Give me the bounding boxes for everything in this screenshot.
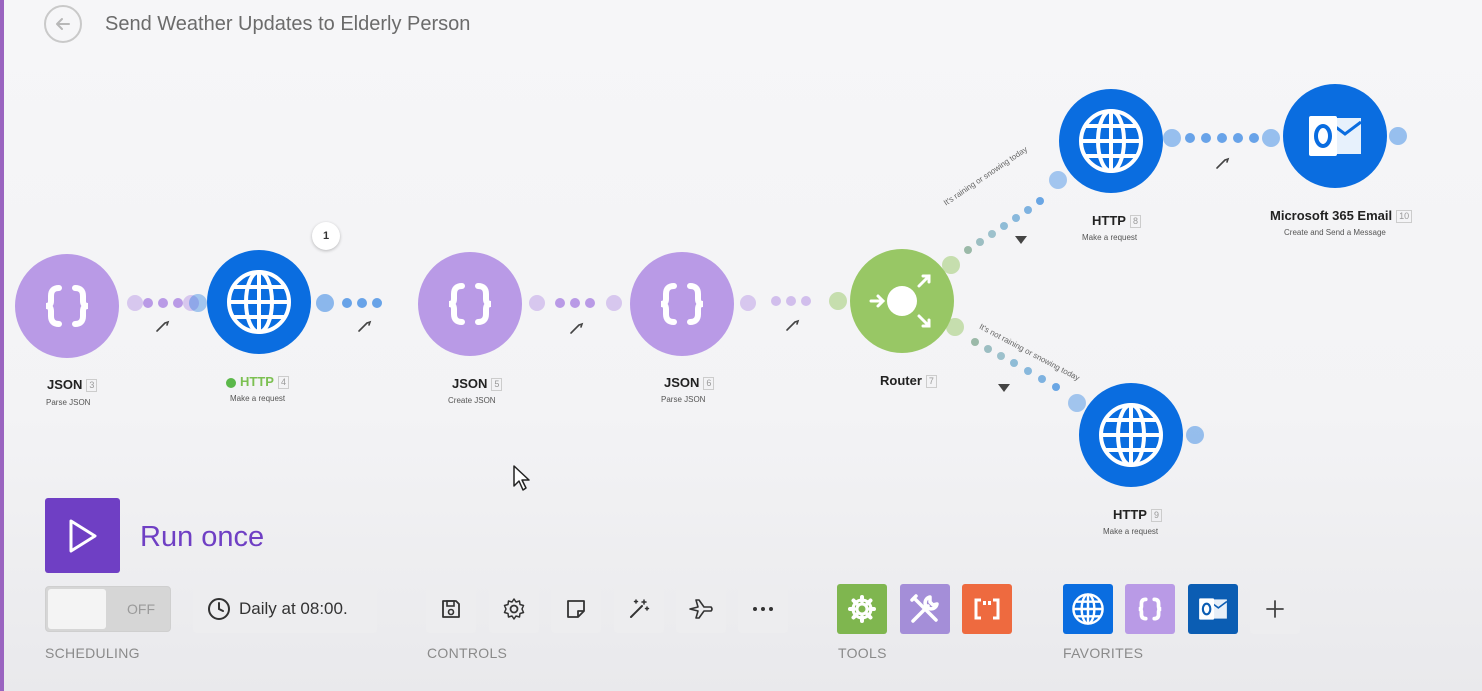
save-icon	[442, 600, 460, 618]
globe-icon	[1079, 109, 1143, 173]
json-module-3[interactable]	[15, 254, 119, 358]
notes-button[interactable]	[551, 585, 601, 633]
globe-icon	[1099, 403, 1163, 467]
braces-icon	[660, 283, 704, 325]
microsoft-365-email-module-10[interactable]	[1283, 84, 1387, 188]
schedule-text: Daily at 08:00.	[239, 599, 348, 618]
outlook-icon	[1309, 116, 1362, 156]
json-5-subtitle: Create JSON	[448, 396, 496, 405]
gear-icon	[848, 595, 876, 623]
json-module-5[interactable]	[418, 252, 522, 356]
clock-icon	[208, 598, 230, 620]
http-4-subtitle: Make a request	[230, 394, 286, 403]
scenario-settings-button[interactable]	[489, 585, 539, 633]
email-10-subtitle: Create and Send a Message	[1284, 228, 1386, 237]
http-9-subtitle: Make a request	[1103, 527, 1159, 536]
play-icon	[69, 519, 96, 552]
braces-icon	[45, 285, 89, 327]
favorites-section-label: FAVORITES	[1063, 645, 1144, 661]
note-icon	[567, 600, 585, 618]
json-module-6[interactable]	[630, 252, 734, 356]
http-module-4[interactable]	[207, 250, 311, 354]
text-parser-tool-button[interactable]	[962, 584, 1012, 634]
magic-wand-icon	[630, 599, 650, 618]
toggle-knob	[48, 589, 106, 629]
http-module-9[interactable]	[1079, 383, 1183, 487]
scheduling-toggle[interactable]: OFF	[45, 586, 171, 632]
more-dots-icon	[753, 607, 773, 611]
tools-module-button[interactable]	[900, 584, 950, 634]
airplane-icon	[689, 599, 713, 619]
success-check-icon	[226, 377, 236, 388]
auto-align-button[interactable]	[614, 585, 664, 633]
save-button[interactable]	[426, 585, 476, 633]
schedule-settings-button[interactable]: Daily at 08:00.	[193, 585, 377, 633]
json-3-subtitle: Parse JSON	[46, 398, 91, 407]
braces-icon	[1138, 597, 1162, 621]
gear-icon	[503, 598, 525, 620]
outlook-icon	[1199, 598, 1228, 620]
flow-control-tool-button[interactable]	[837, 584, 887, 634]
back-button[interactable]	[44, 5, 82, 43]
more-options-button[interactable]	[738, 585, 788, 633]
left-edge-strip	[0, 0, 4, 691]
run-once-button[interactable]	[45, 498, 120, 573]
arrow-left-icon	[56, 18, 70, 30]
explain-flow-button[interactable]	[676, 585, 726, 633]
run-once-label[interactable]: Run once	[140, 521, 265, 553]
toggle-state: OFF	[127, 601, 155, 617]
add-favorite-button[interactable]	[1250, 584, 1300, 634]
plus-icon	[1266, 600, 1284, 618]
router-module-7[interactable]	[850, 249, 954, 353]
braces-icon	[448, 283, 492, 325]
scenario-title: Send Weather Updates to Elderly Person	[105, 13, 471, 35]
favorite-outlook-button[interactable]	[1188, 584, 1238, 634]
globe-icon	[1072, 593, 1104, 625]
operations-count-badge[interactable]: 1	[312, 222, 340, 250]
scheduling-section-label: SCHEDULING	[45, 645, 140, 661]
wrench-screwdriver-icon	[910, 594, 939, 623]
tools-section-label: TOOLS	[838, 645, 887, 661]
mouse-cursor-icon	[513, 465, 530, 491]
http-8-subtitle: Make a request	[1082, 233, 1138, 242]
json-6-subtitle: Parse JSON	[661, 395, 706, 404]
http-module-8[interactable]	[1059, 89, 1163, 193]
favorite-http-button[interactable]	[1063, 584, 1113, 634]
globe-icon	[227, 270, 291, 334]
controls-section-label: CONTROLS	[427, 645, 508, 661]
router-icon	[869, 274, 931, 328]
brackets-icon	[974, 598, 1000, 620]
favorite-json-button[interactable]	[1125, 584, 1175, 634]
